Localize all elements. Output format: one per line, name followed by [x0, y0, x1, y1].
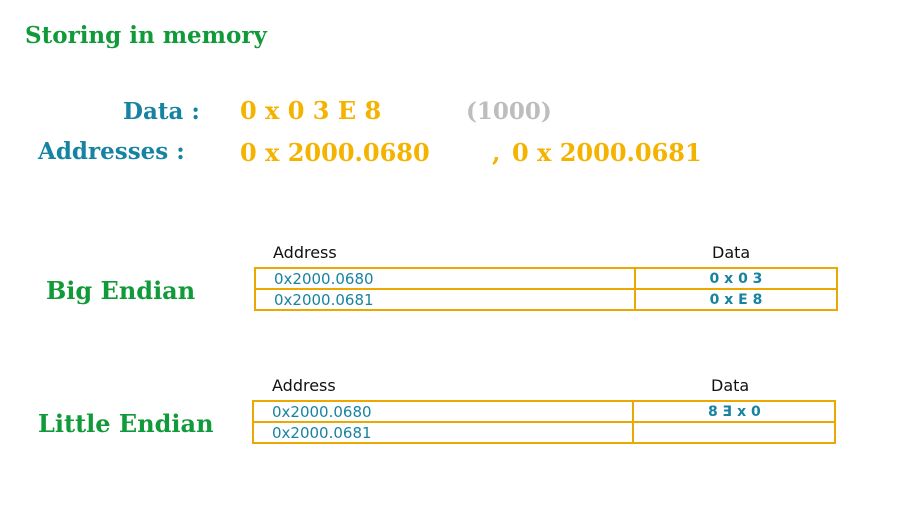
data-label: Data : [123, 98, 200, 125]
little-endian-table: 0x2000.0680 0 x E 8 0x2000.0681 [252, 400, 836, 444]
big-endian-table: 0x2000.0680 0 x 0 3 0x2000.0681 0 x E 8 [254, 267, 838, 311]
big-endian-address-cell: 0x2000.0680 [254, 267, 636, 290]
little-endian-address-cell: 0x2000.0681 [252, 421, 634, 444]
address-separator: , [492, 138, 501, 167]
data-value: 0 x 0 3 E 8 [240, 96, 382, 125]
little-endian-data-cell: 0 x E 8 [632, 400, 836, 423]
table-row: 0x2000.0680 0 x E 8 [252, 400, 836, 423]
addresses-label: Addresses : [38, 138, 185, 165]
big-endian-address-header: Address [273, 243, 337, 262]
table-row: 0x2000.0681 0 x E 8 [254, 288, 838, 311]
big-endian-data-cell: 0 x E 8 [634, 288, 838, 311]
address-value-1: 0 x 2000.0680 [240, 138, 430, 167]
slide-title: Storing in memory [25, 22, 267, 49]
little-endian-address-header: Address [272, 376, 336, 395]
table-row: 0x2000.0681 [252, 421, 836, 444]
big-endian-data-cell: 0 x 0 3 [634, 267, 838, 290]
little-endian-data-cell [632, 421, 836, 444]
little-endian-address-cell: 0x2000.0680 [252, 400, 634, 423]
big-endian-data-header: Data [712, 243, 751, 262]
address-value-2: 0 x 2000.0681 [512, 138, 702, 167]
little-endian-label: Little Endian [38, 409, 214, 438]
big-endian-label: Big Endian [46, 276, 196, 305]
decimal-note: (1000) [466, 98, 552, 125]
table-row: 0x2000.0680 0 x 0 3 [254, 267, 838, 290]
big-endian-address-cell: 0x2000.0681 [254, 288, 636, 311]
little-endian-data-header: Data [711, 376, 750, 395]
little-endian-data-text: 0 x E 8 [707, 403, 761, 420]
